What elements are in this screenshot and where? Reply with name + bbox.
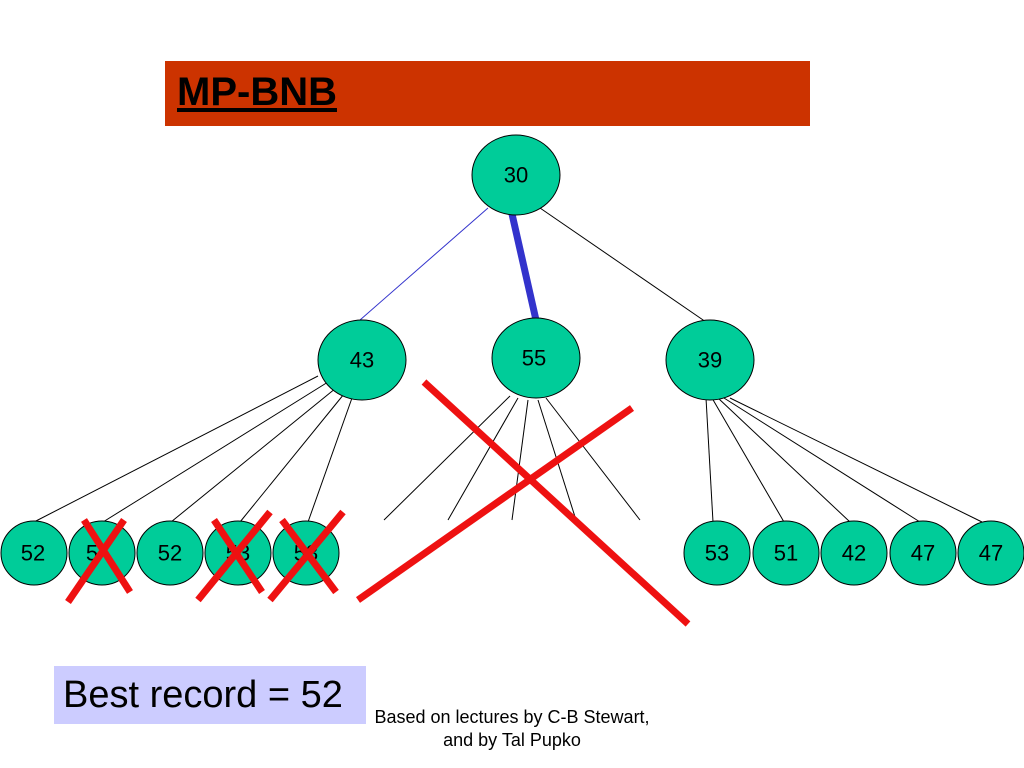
node-39-label: 39	[698, 348, 722, 373]
node-55-label: 55	[522, 346, 546, 371]
node-39: 39	[665, 319, 755, 401]
leaf-43-3-label: 52	[158, 541, 182, 566]
leaf-39-4: 47	[889, 520, 957, 586]
edge-55-child1	[383, 395, 511, 521]
best-record-text: Best record = 52	[63, 674, 343, 716]
credit-line-1: Based on lectures by C-B Stewart,	[374, 707, 650, 727]
best-record-box: Best record = 52	[54, 666, 366, 724]
leaf-43-3: 52	[136, 520, 204, 586]
edge-39-leaf3	[717, 397, 851, 523]
edge-39-leaf5	[729, 397, 983, 523]
edge-root-55	[508, 213, 540, 321]
credit-footer: Based on lectures by C-B Stewart, and by…	[350, 706, 674, 752]
leaf-39-1-label: 53	[705, 541, 729, 566]
leaf-39-2-label: 51	[774, 541, 798, 566]
edge-root-39	[539, 207, 707, 323]
node-43-label: 43	[350, 348, 374, 373]
prune-cross-leaf-2	[65, 518, 133, 604]
edge-55-child5	[545, 397, 641, 521]
edge-43-leaf4	[239, 393, 345, 523]
edge-39-leaf1	[705, 397, 714, 523]
edge-43-leaf2	[102, 381, 329, 523]
credit-line-2: and by Tal Pupko	[443, 730, 581, 750]
leaf-39-1: 53	[683, 520, 751, 586]
prune-cross-subtree-55	[355, 379, 691, 627]
edge-39-leaf2	[711, 397, 785, 523]
edge-55-child2	[447, 397, 519, 521]
leaf-39-3: 42	[820, 520, 888, 586]
leaf-39-5-label: 47	[979, 541, 1003, 566]
edge-43-leaf3	[170, 387, 337, 523]
leaf-39-2: 51	[752, 520, 820, 586]
title-bar: MP-BNB	[165, 61, 810, 126]
edge-39-leaf4	[723, 397, 921, 523]
edge-55-child3	[511, 399, 529, 521]
leaf-39-3-label: 42	[842, 541, 866, 566]
prune-cross-leaf-4	[195, 509, 273, 603]
leaf-39-5: 47	[957, 520, 1024, 586]
node-43: 43	[317, 319, 407, 401]
leaf-39-4-label: 47	[911, 541, 935, 566]
edge-43-leaf1	[33, 375, 319, 523]
node-root: 30	[471, 134, 561, 216]
slide-title: MP-BNB	[177, 70, 337, 114]
leaf-43-1: 52	[0, 520, 68, 586]
edge-root-43	[359, 207, 489, 321]
node-55: 55	[491, 317, 581, 399]
leaf-43-1-label: 52	[21, 541, 45, 566]
prune-cross-leaf-5	[267, 509, 346, 603]
node-root-label: 30	[504, 163, 528, 188]
edge-43-leaf5	[307, 397, 353, 523]
